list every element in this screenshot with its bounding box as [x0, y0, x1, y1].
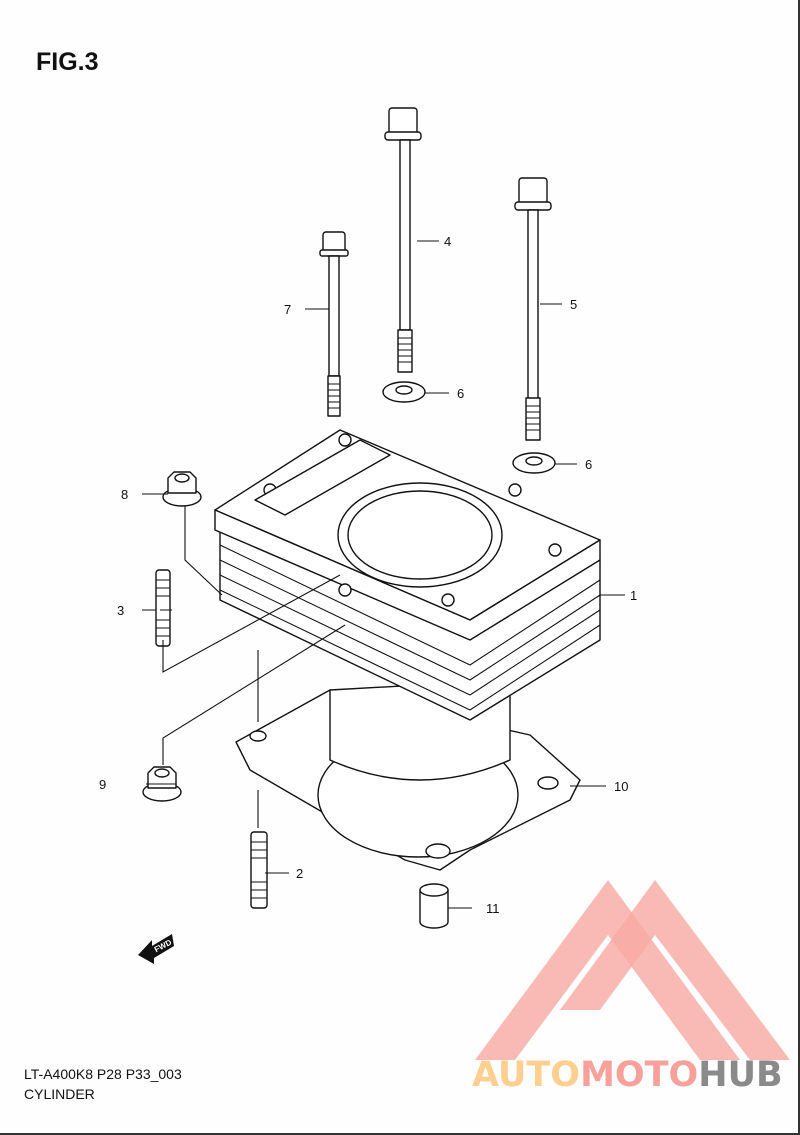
- dowel-pin-11[interactable]: [419, 883, 449, 929]
- callout-4[interactable]: 4: [444, 234, 451, 249]
- callout-1[interactable]: 1: [630, 588, 637, 603]
- callout-5[interactable]: 5: [570, 297, 577, 312]
- callout-11[interactable]: 11: [486, 901, 500, 916]
- cylinder-1[interactable]: [214, 429, 601, 781]
- forward-direction-arrow-icon: FWD: [138, 934, 174, 964]
- nut-9[interactable]: [142, 766, 182, 802]
- watermark-auto: AUTO: [472, 1055, 581, 1095]
- bolt-5[interactable]: [514, 177, 552, 441]
- washer-6-upper[interactable]: [382, 381, 426, 403]
- figure-label: FIG.3: [36, 48, 99, 76]
- callout-3[interactable]: 3: [117, 603, 124, 618]
- stud-3[interactable]: [155, 569, 171, 647]
- callout-6-upper[interactable]: 6: [457, 386, 464, 401]
- bolt-4[interactable]: [384, 107, 422, 373]
- nut-8[interactable]: [162, 471, 202, 507]
- callout-6-lower[interactable]: 6: [585, 457, 592, 472]
- watermark-logo: [475, 880, 790, 1060]
- diagram-code: LT-A400K8 P28 P33_003: [24, 1066, 182, 1082]
- washer-6-lower[interactable]: [512, 452, 556, 474]
- callout-2[interactable]: 2: [296, 866, 303, 881]
- callout-8[interactable]: 8: [121, 487, 128, 502]
- stud-2[interactable]: [250, 831, 268, 909]
- leader-lines: [142, 240, 625, 909]
- callout-7[interactable]: 7: [284, 302, 291, 317]
- watermark-moto: MOTO: [580, 1055, 699, 1095]
- watermark-text: AUTOMOTOHUB: [472, 1055, 783, 1095]
- callout-9[interactable]: 9: [99, 777, 106, 792]
- diagram-title: CYLINDER: [24, 1086, 95, 1102]
- watermark-hub: HUB: [698, 1055, 783, 1095]
- callout-10[interactable]: 10: [614, 779, 628, 794]
- bolt-7[interactable]: [319, 231, 349, 417]
